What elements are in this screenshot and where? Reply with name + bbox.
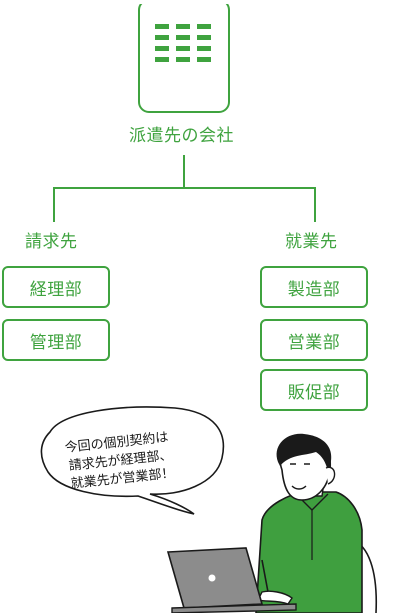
person-illustration	[255, 433, 378, 613]
dept-hansoku: 販促部	[260, 369, 368, 411]
laptop-icon	[166, 547, 297, 613]
dept-seizo: 製造部	[260, 266, 368, 308]
dept-kanri: 管理部	[2, 319, 110, 361]
top-company-label: 派遣先の会社	[129, 126, 234, 146]
dept-eigyo: 営業部	[260, 319, 368, 361]
org-connectors	[53, 155, 316, 222]
work-label: 就業先	[285, 232, 338, 252]
billing-label: 請求先	[25, 232, 78, 252]
speech-bubble	[40, 406, 225, 515]
building-icon	[138, 0, 230, 113]
dept-keiri: 経理部	[2, 266, 110, 308]
